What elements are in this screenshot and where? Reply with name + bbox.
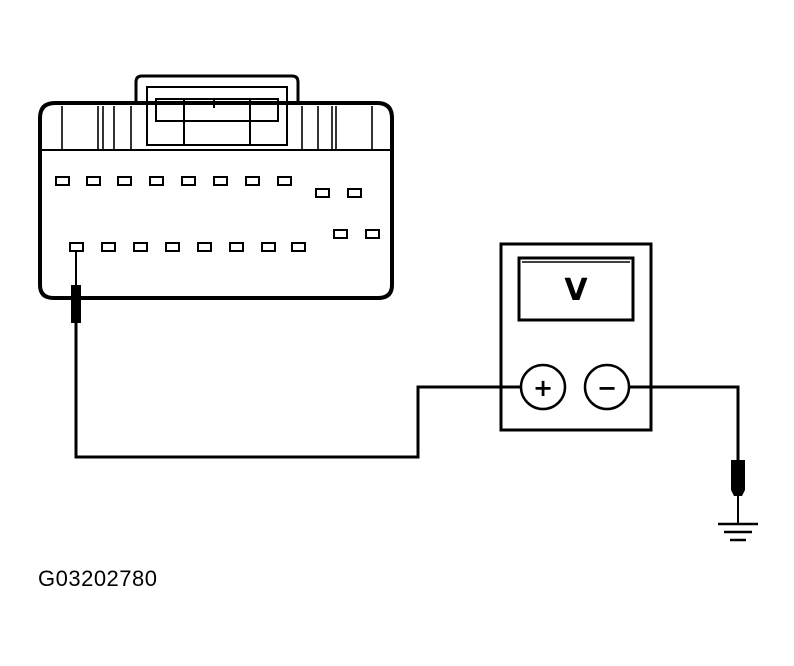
meter-display-label: V bbox=[564, 273, 588, 308]
ground-symbol-icon bbox=[718, 460, 758, 542]
positive-lead-wire bbox=[74, 323, 522, 459]
voltmeter-icon: V + − bbox=[499, 242, 653, 432]
figure-id: G03202780 bbox=[38, 566, 158, 591]
negative-terminal-symbol: − bbox=[597, 374, 617, 402]
test-probe-icon bbox=[71, 251, 81, 323]
positive-terminal-symbol: + bbox=[533, 374, 553, 402]
wiring-connector-icon bbox=[38, 74, 394, 300]
positive-terminal bbox=[519, 363, 567, 411]
negative-lead-wire bbox=[629, 385, 740, 460]
